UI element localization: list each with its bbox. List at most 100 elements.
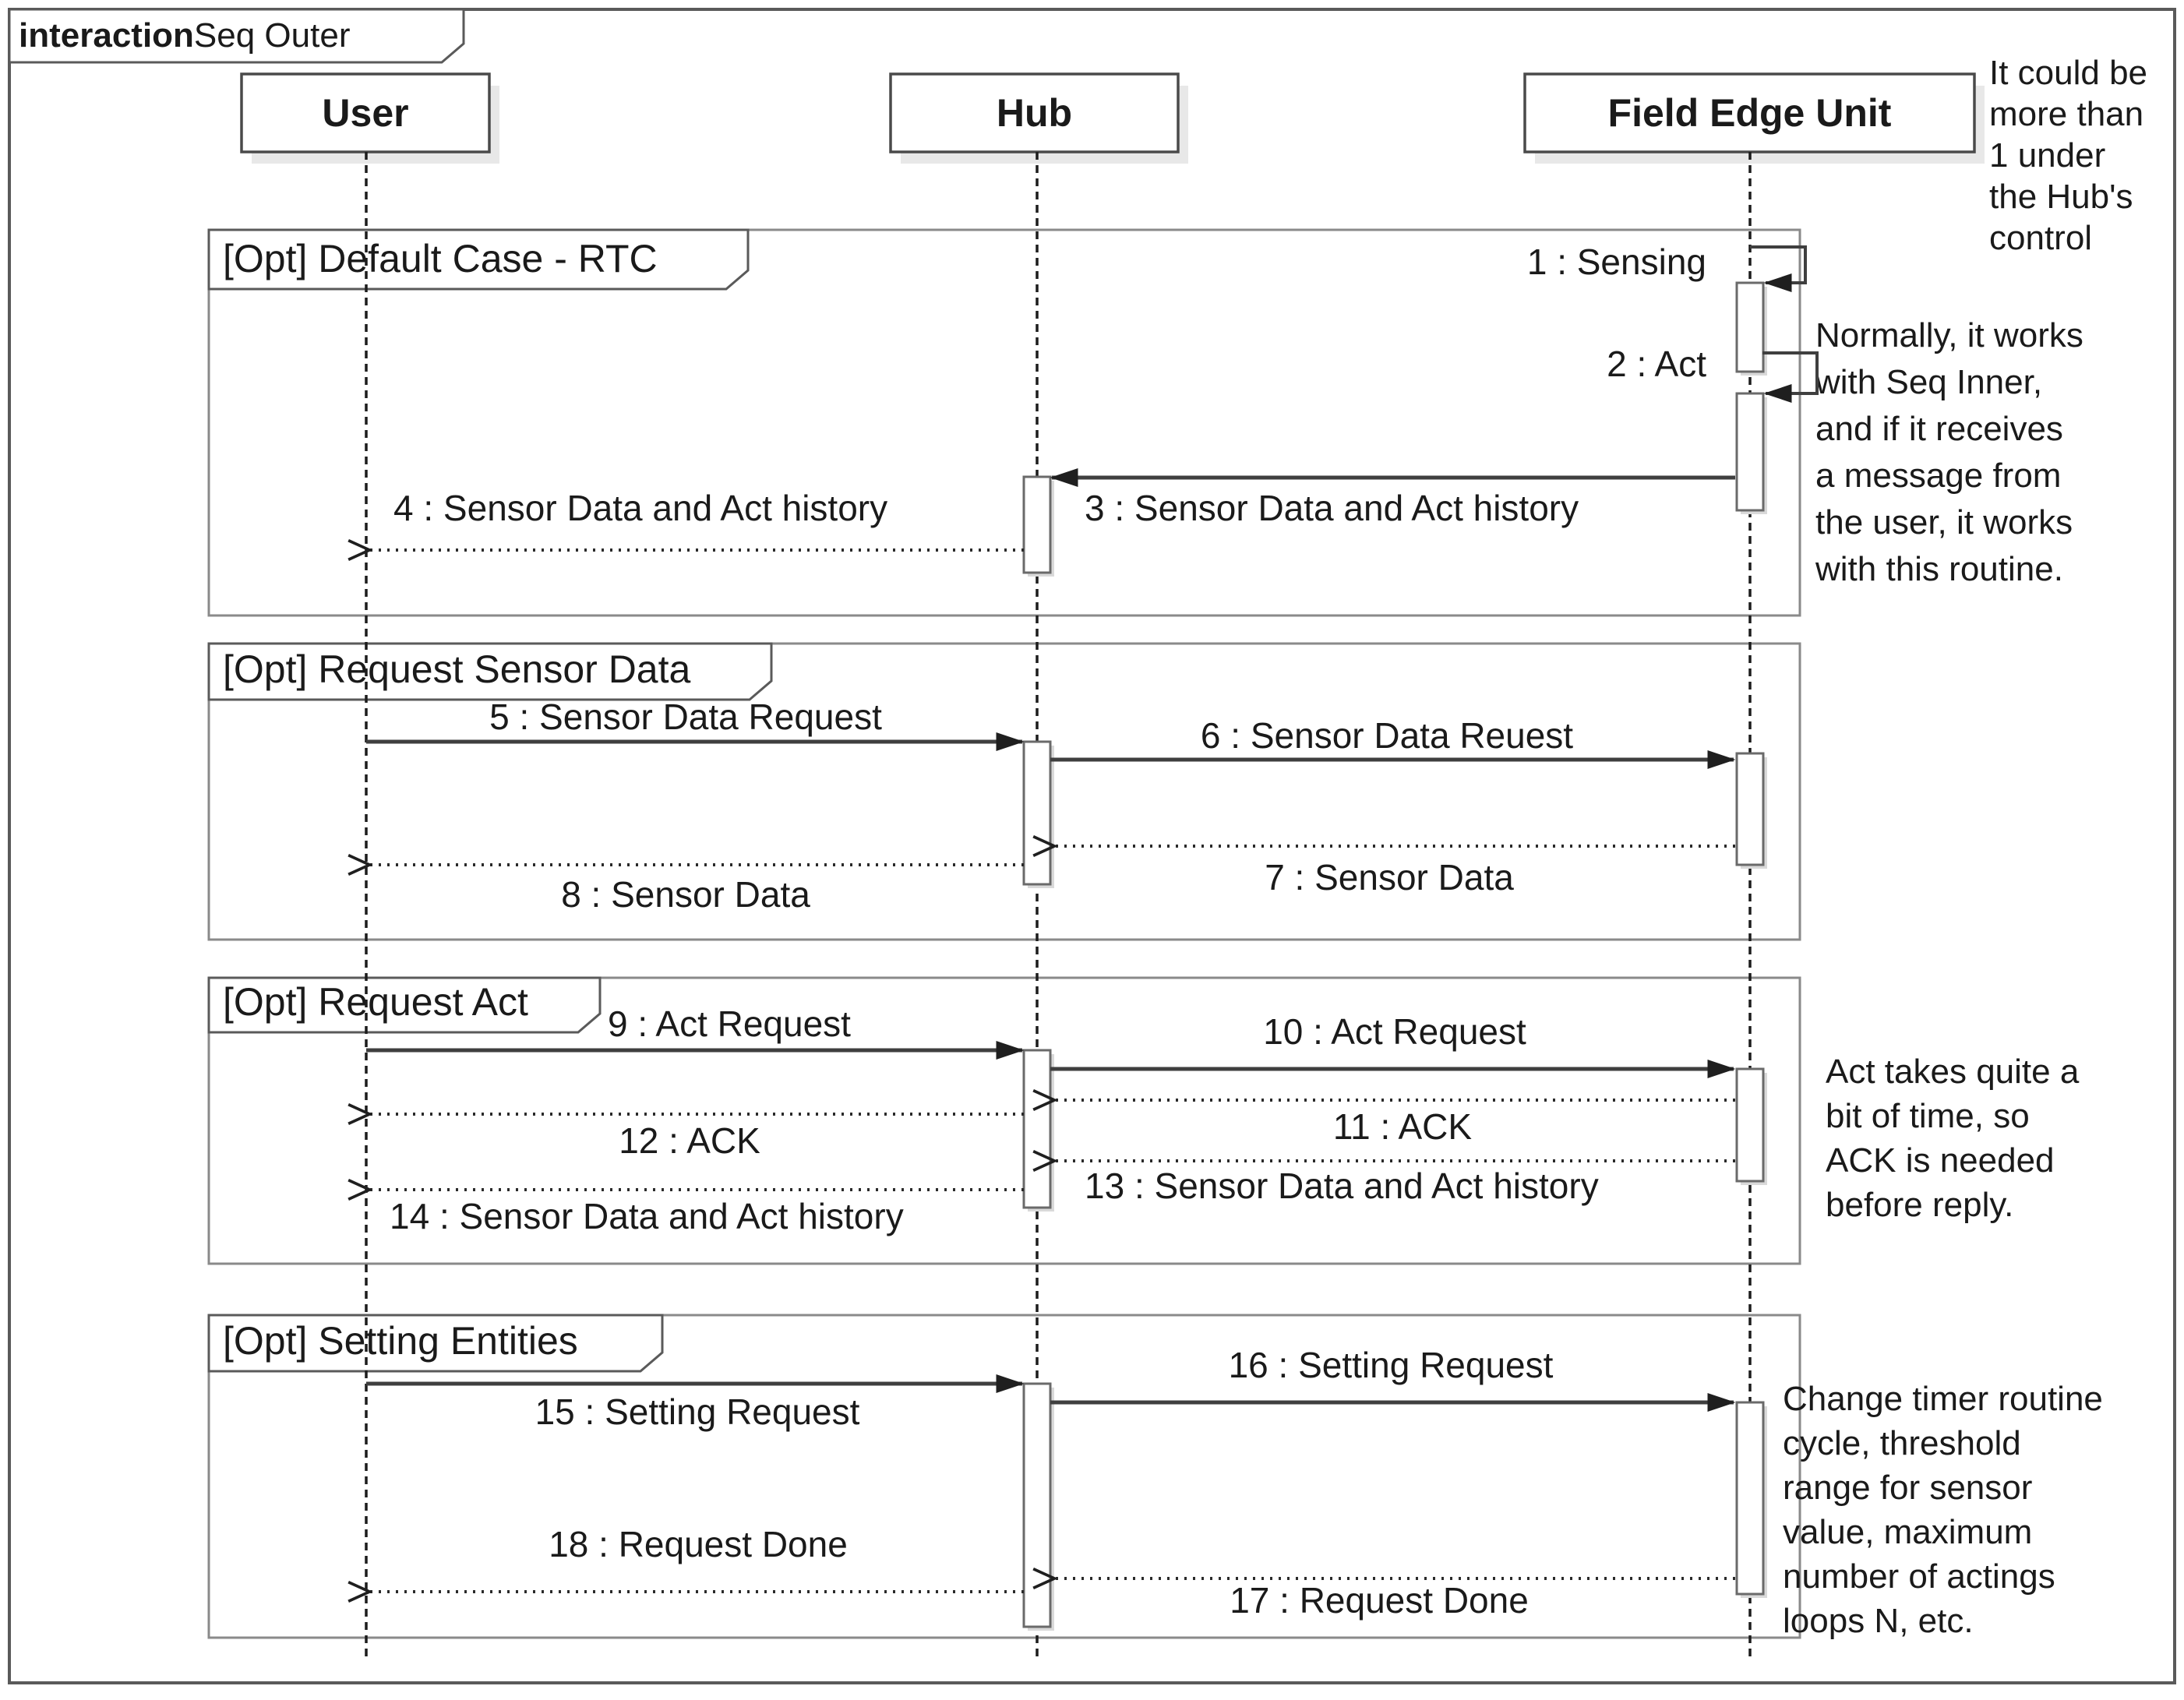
opt-fragment-4: [Opt] Setting Entities <box>207 1314 1801 1639</box>
activation-bar-feu <box>1735 752 1767 869</box>
activation-bar-hub <box>1022 1382 1054 1631</box>
opt-fragment-label: [Opt] Request Sensor Data <box>223 647 691 691</box>
activation-rect <box>1022 740 1052 886</box>
lifeline-head-box <box>1523 72 1976 153</box>
message-label: 12 : ACK <box>619 1120 760 1161</box>
note-line: before reply. <box>1826 1186 2013 1224</box>
message-9: 9 : Act Request <box>366 1003 1025 1060</box>
message-label: 15 : Setting Request <box>535 1391 860 1432</box>
activation-rect <box>1022 1049 1052 1209</box>
lifeline-hub: Hub <box>889 72 1188 1658</box>
opt-fragment-tab <box>207 228 750 291</box>
note-line: the Hub's <box>1989 178 2133 216</box>
note-change-timer-text: Change timer routine cycle, threshold rang… <box>1783 1380 2103 1640</box>
note-line: Act takes quite a <box>1826 1053 2080 1091</box>
note-line: bit of time, so <box>1826 1097 2030 1135</box>
message-line-self <box>1762 351 1819 403</box>
activation-bar-feu <box>1735 281 1767 376</box>
message-10: 10 : Act Request <box>1050 1011 1736 1078</box>
message-label: 14 : Sensor Data and Act history <box>390 1196 904 1236</box>
note-line: value, maximum <box>1783 1513 2032 1551</box>
opt-fragment-tab <box>207 1314 664 1373</box>
activation-rect <box>1735 392 1765 512</box>
note-change-timer: Change timer routine cycle, threshold rang… <box>1783 1380 2103 1640</box>
activation-bar-hub <box>1022 1049 1054 1212</box>
opt-fragment-tab <box>207 976 602 1034</box>
activation-rect <box>1735 1401 1765 1596</box>
opt-fragment-label: [Opt] Request Act <box>223 980 528 1024</box>
message-18: 18 : Request Done <box>369 1524 1024 1592</box>
message-14: 14 : Sensor Data and Act history <box>369 1190 1024 1236</box>
message-5: 5 : Sensor Data Request <box>366 697 1025 751</box>
opt-fragment-tab <box>207 642 773 701</box>
opt-fragment-label: [Opt] Default Case - RTC <box>223 237 658 280</box>
opt-fragment-3: [Opt] Request Act <box>207 976 1801 1265</box>
message-label: 18 : Request Done <box>549 1524 848 1564</box>
message-4: 4 : Sensor Data and Act history <box>369 488 1024 550</box>
activation-rect <box>1022 1382 1052 1628</box>
note-line: Normally, it works <box>1815 316 2083 354</box>
message-label: 11 : ACK <box>1333 1106 1472 1147</box>
note-line: control <box>1989 219 2092 257</box>
interaction-frame <box>8 8 2176 1684</box>
message-16: 16 : Setting Request <box>1050 1345 1736 1412</box>
message-label: 16 : Setting Request <box>1229 1345 1554 1385</box>
note-line: 1 under <box>1989 136 2105 175</box>
message-label: 8 : Sensor Data <box>561 874 810 915</box>
message-17: 17 : Request Done <box>1053 1578 1735 1621</box>
note-line: Change timer routine <box>1783 1380 2103 1418</box>
note-line: number of actings <box>1783 1557 2055 1596</box>
lifeline-name: Hub <box>997 91 1072 135</box>
message-12: 12 : ACK <box>369 1114 1024 1161</box>
frame-title-name: Seq Outer <box>194 16 351 55</box>
frame-title-keyword: interaction <box>19 16 194 55</box>
lifeline-name: Field Edge Unit <box>1608 91 1892 135</box>
activation-rect <box>1735 281 1765 373</box>
activation-bar-hub <box>1022 740 1054 888</box>
message-6: 6 : Sensor Data Reuest <box>1050 715 1736 769</box>
note-line: loops N, etc. <box>1783 1602 1974 1640</box>
note-line: ACK is needed <box>1826 1141 2055 1180</box>
message-2: 2 : Act <box>1607 344 1819 403</box>
lifeline-user: User <box>240 72 499 1658</box>
opt-fragment-border <box>207 228 1801 617</box>
message-8: 8 : Sensor Data <box>369 865 1024 915</box>
note-seq-inner: Normally, it works with Seq Inner, and if … <box>1815 316 2083 588</box>
note-line: a message from <box>1815 457 2061 495</box>
message-11: 11 : ACK <box>1053 1100 1735 1147</box>
note-line: with this routine. <box>1815 550 2063 588</box>
activation-bar-hub <box>1022 475 1054 577</box>
message-label: 4 : Sensor Data and Act history <box>393 488 887 528</box>
note-line: more than <box>1989 95 2143 133</box>
message-label: 9 : Act Request <box>608 1003 851 1044</box>
note-line: and if it receives <box>1815 410 2063 448</box>
message-label: 2 : Act <box>1607 344 1706 384</box>
message-15: 15 : Setting Request <box>366 1374 1025 1432</box>
message-label: 3 : Sensor Data and Act history <box>1085 488 1579 528</box>
note-ack-needed: Act takes quite a bit of time, so ACK is n… <box>1826 1053 2080 1224</box>
opt-fragment-label: [Opt] Setting Entities <box>223 1319 578 1363</box>
note-line: It could be <box>1989 54 2147 92</box>
message-line-self <box>1750 245 1807 292</box>
message-label: 1 : Sensing <box>1527 242 1706 282</box>
message-label: 13 : Sensor Data and Act history <box>1085 1166 1599 1206</box>
note-line: range for sensor <box>1783 1469 2032 1507</box>
message-7: 7 : Sensor Data <box>1053 846 1735 898</box>
lifeline-head-box <box>240 72 491 153</box>
opt-fragment-border <box>207 976 1801 1265</box>
opt-fragment-2: [Opt] Request Sensor Data <box>207 642 1801 941</box>
note-line: with Seq Inner, <box>1815 363 2042 401</box>
note-line: cycle, threshold <box>1783 1424 2021 1462</box>
activation-rect <box>1735 1067 1765 1183</box>
lifeline-name: User <box>322 91 408 135</box>
activation-rect <box>1735 752 1765 866</box>
opt-fragment-border <box>207 642 1801 941</box>
message-13: 13 : Sensor Data and Act history <box>1053 1161 1735 1206</box>
note-seq-inner-text: Normally, it works with Seq Inner, and if … <box>1815 316 2083 588</box>
lifeline-head-box <box>889 72 1180 153</box>
message-1: 1 : Sensing <box>1527 242 1807 292</box>
